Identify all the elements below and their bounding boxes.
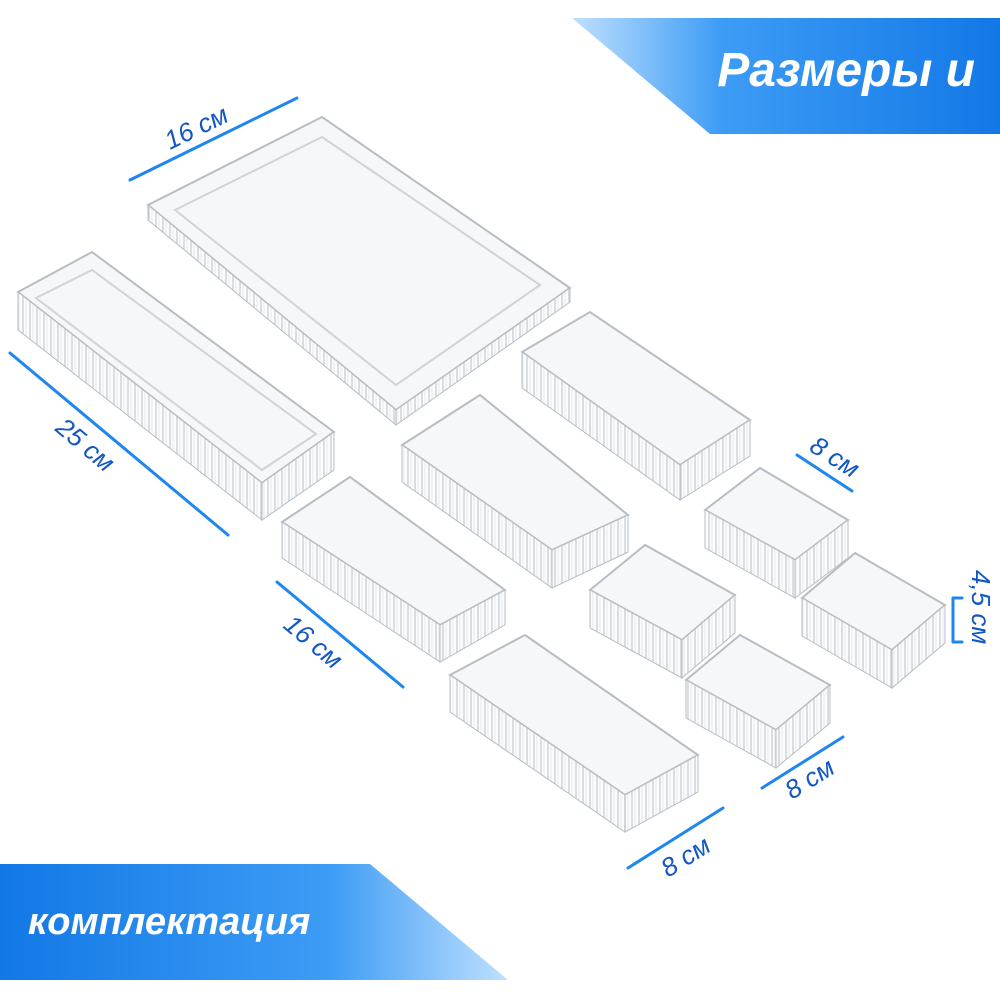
dimension-label-small-width-bottom: 8 см xyxy=(779,752,840,805)
dimension-label-long-length: 25 см xyxy=(49,411,120,478)
dimension-label-height: 4,5 см xyxy=(966,570,996,644)
tray-small-c xyxy=(800,551,947,690)
banner-title: Размеры и xyxy=(717,44,975,97)
tray-medium-center xyxy=(400,393,630,589)
dimension-label-small-width-top: 8 см xyxy=(805,430,866,484)
top-banner: Размеры и xyxy=(572,18,1000,134)
tray-medium-bottom xyxy=(448,633,700,833)
tray-small-d xyxy=(684,633,832,770)
tray-medium-top-right xyxy=(520,310,752,501)
tray-small-b xyxy=(588,543,737,680)
banner-subtitle: комплектация xyxy=(28,901,310,943)
dimension-label-medium-length: 16 см xyxy=(278,609,349,675)
tray-medium-left xyxy=(280,475,507,663)
bottom-banner: комплектация xyxy=(0,864,508,980)
dimension-lines xyxy=(8,96,964,870)
tray-large xyxy=(146,115,572,427)
dimension-label-medium-width: 8 см xyxy=(655,830,716,883)
tray-long xyxy=(16,250,336,522)
